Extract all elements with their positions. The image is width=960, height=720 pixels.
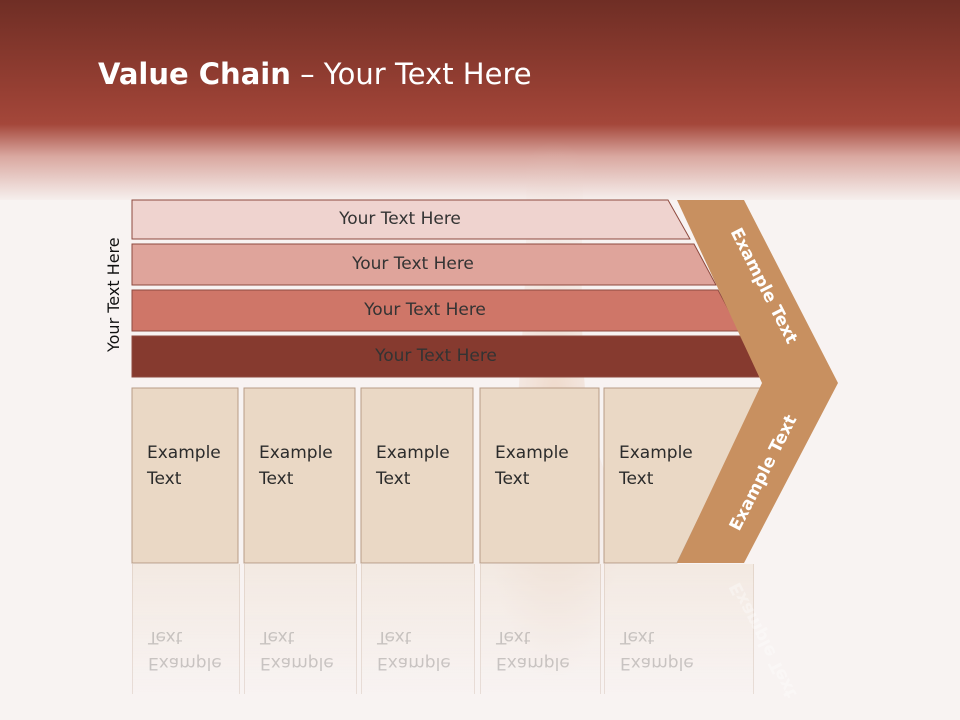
cell-line-2: Text	[495, 469, 530, 489]
header-band	[0, 0, 960, 200]
cell-line-1: Example	[495, 443, 569, 463]
activity-cell-3	[360, 387, 474, 564]
chain-bar-label-2: Your Text Here	[352, 253, 474, 274]
chain-bar-label-4: Your Text Here	[375, 345, 497, 366]
chain-bar-label-1: Your Text Here	[339, 208, 461, 229]
cell-line-2: Text	[147, 469, 182, 489]
chain-bar-label-3: Your Text Here	[364, 299, 486, 320]
cell-line-2: Text	[376, 469, 411, 489]
page-title: Value Chain – Your Text Here	[98, 57, 532, 91]
chain-bar-1	[131, 199, 691, 240]
activity-cell-1	[131, 387, 239, 564]
cell-line-2: Text	[259, 469, 294, 489]
cell-line-1: Example	[259, 443, 333, 463]
chain-bar-2	[131, 243, 717, 286]
activity-cell-2	[243, 387, 356, 564]
cell-line-1: Example	[619, 443, 693, 463]
chevron-arrow	[677, 200, 838, 563]
cell-line-1: Example	[147, 443, 221, 463]
activity-cell-4	[479, 387, 600, 564]
cell-line-1: Example	[376, 443, 450, 463]
cell-line-2: Text	[619, 469, 654, 489]
